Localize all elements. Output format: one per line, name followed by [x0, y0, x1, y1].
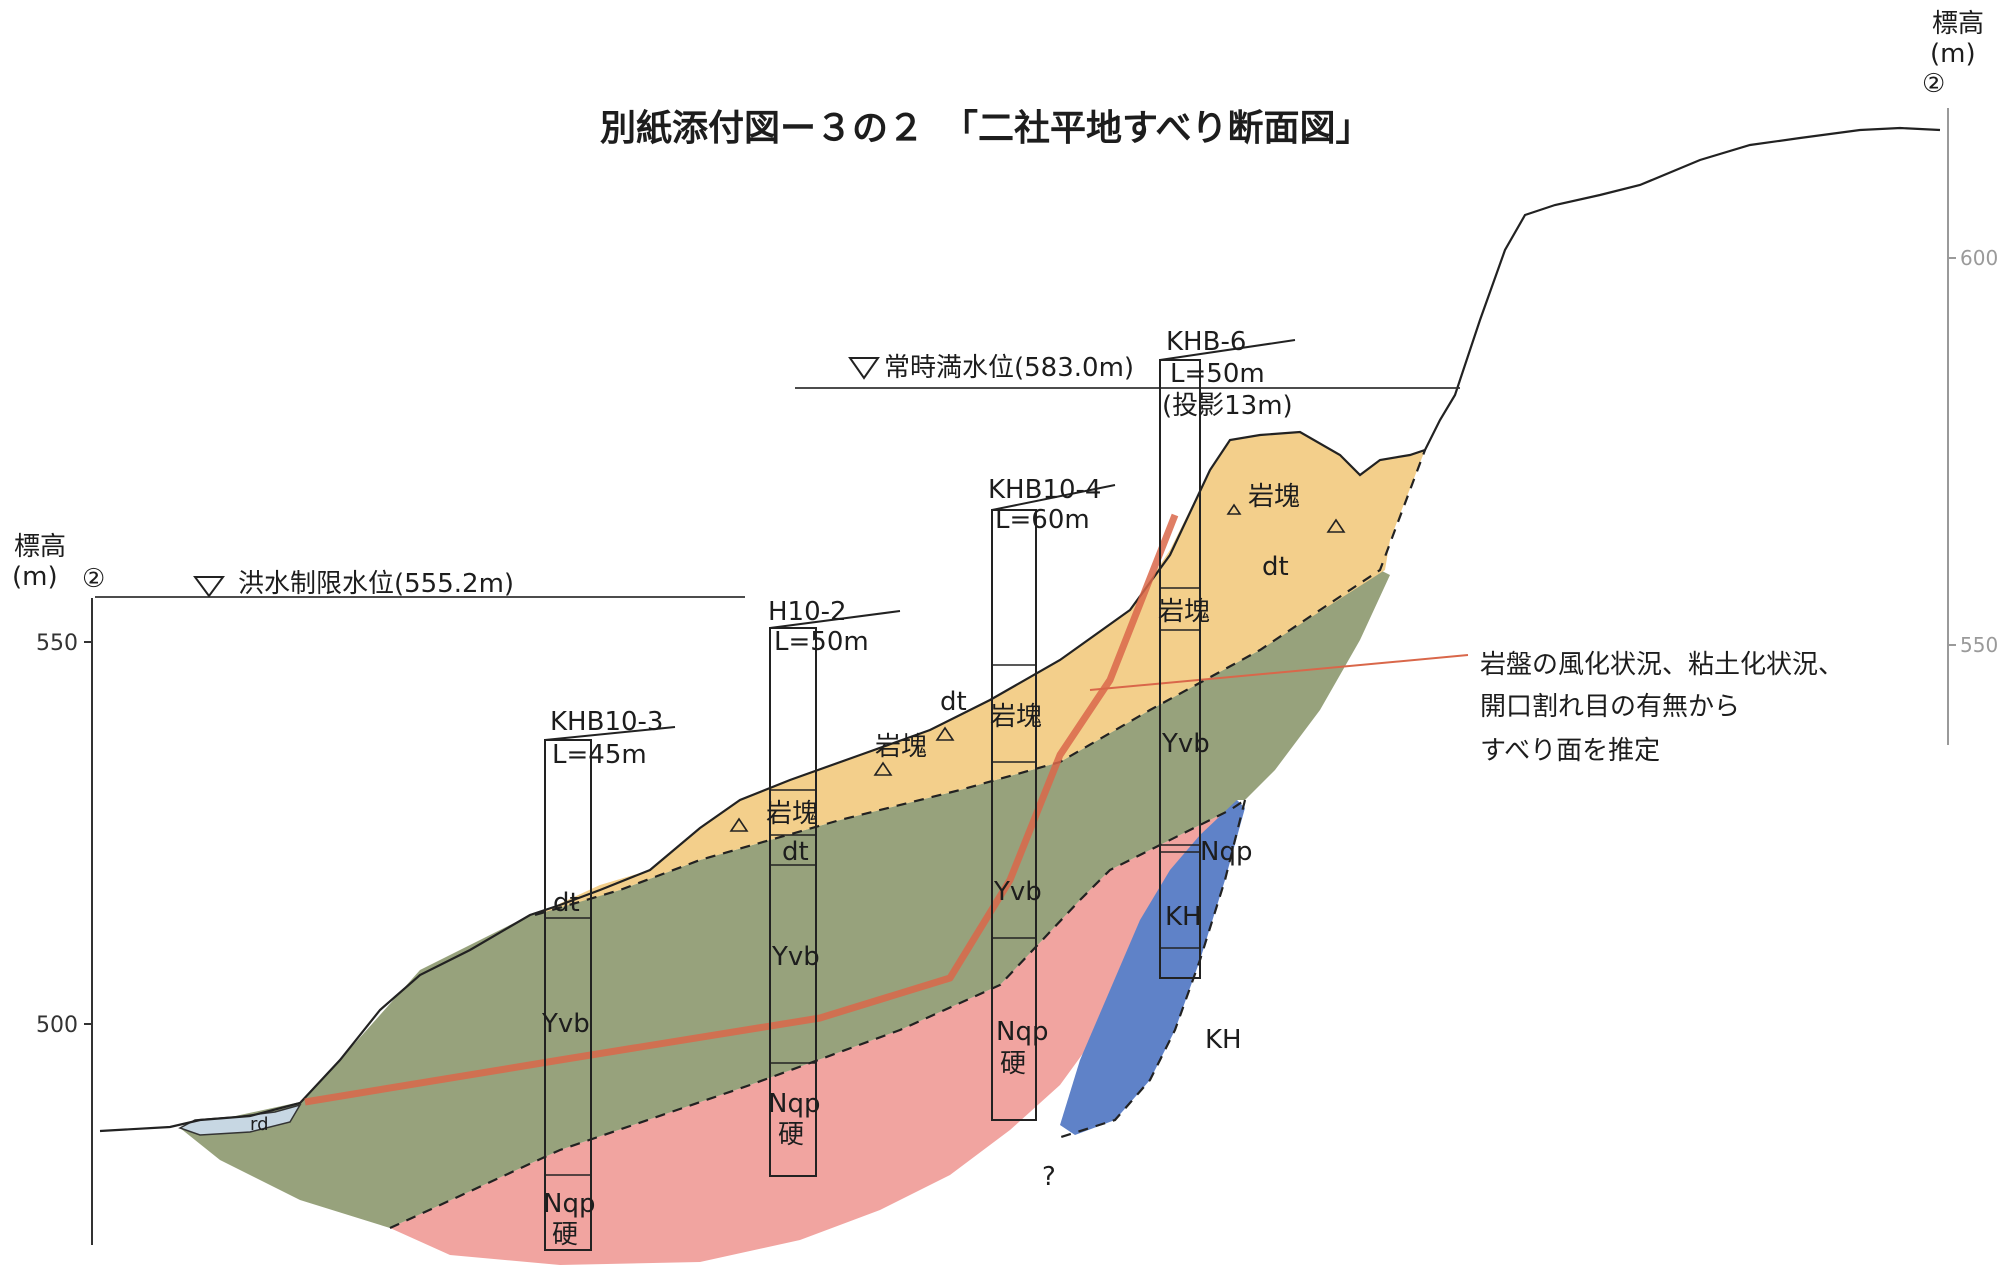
zone-label-kh: KH — [1205, 1025, 1242, 1055]
borehole-layer-block: 岩塊 — [766, 799, 818, 829]
borehole-layer-nqp: Nqp — [996, 1017, 1048, 1047]
zone-label-block: 岩塊 — [875, 732, 927, 762]
block-marker-icon — [1326, 518, 1346, 533]
boundary-dt-yvb — [534, 449, 1427, 917]
left-axis-tick-label-500: 500 — [36, 1013, 78, 1038]
borehole-layer-nqp: Nqp — [543, 1189, 595, 1219]
right-axis-unit: (m) — [1930, 39, 1976, 69]
borehole-column — [544, 739, 592, 1251]
borehole-layer-block: 岩塊 — [1158, 597, 1210, 627]
borehole-layer-dt: dt — [553, 888, 580, 918]
borehole-column — [769, 627, 817, 1177]
borehole-layer-hard: 硬 — [552, 1220, 578, 1250]
borehole-layer-yvb: Yvb — [541, 1009, 590, 1039]
borehole-column — [991, 509, 1037, 1121]
borehole-length: L=50m — [774, 627, 869, 657]
borehole-length: L=50m — [1170, 359, 1265, 389]
slip-surface — [304, 513, 1179, 1106]
borehole-layer-nqp: Nqp — [1200, 837, 1252, 867]
borehole-id: KHB10-3 — [550, 707, 663, 737]
borehole-khb10-4: KHB10-4 L=60m 岩塊 Yvb Nqp 硬 — [988, 475, 1116, 1121]
zone-label-block: 岩塊 — [1248, 482, 1300, 512]
left-axis-label: 標高 — [14, 532, 66, 562]
borehole-layer-kh: KH — [1165, 902, 1202, 932]
borehole-layer-yvb: Yvb — [1161, 729, 1210, 759]
borehole-underline — [769, 610, 901, 629]
kh-zone — [1060, 800, 1245, 1135]
nqp-zone — [390, 800, 1237, 1265]
borehole-length: L=45m — [552, 740, 647, 770]
ground-profile — [99, 126, 1941, 1133]
block-marker-icon — [873, 761, 893, 776]
normal-full-label: 常時満水位(583.0m) — [884, 353, 1134, 383]
right-axis-label: 標高 — [1932, 9, 1984, 39]
dt-zone — [535, 432, 1425, 915]
block-marker-icon — [1226, 503, 1242, 515]
annotation-leader — [1089, 654, 1469, 691]
zone-label-dt: dt — [940, 687, 967, 717]
borehole-column — [1159, 359, 1201, 979]
yvb-zone — [180, 570, 1390, 1228]
flood-limit-label: 洪水制限水位(555.2m) — [238, 569, 514, 599]
borehole-length: L=60m — [995, 505, 1090, 535]
zone-label-unknown: ? — [1042, 1162, 1056, 1192]
borehole-id: H10-2 — [768, 597, 847, 627]
borehole-layer-hard: 硬 — [1000, 1049, 1026, 1079]
zone-label-rd: rd — [250, 1114, 269, 1135]
zone-label-dt: dt — [1262, 552, 1289, 582]
right-axis-tick-label-550: 550 — [1960, 633, 1998, 657]
right-axis-tick-label-600: 600 — [1960, 246, 1998, 270]
borehole-id: KHB-6 — [1166, 327, 1246, 357]
boundary-kh — [1057, 799, 1247, 1140]
borehole-h10-2: H10-2 L=50m 岩塊 dt Yvb Nqp 硬 — [766, 597, 901, 1177]
left-axis-unit: (m) — [12, 562, 58, 592]
borehole-layer-dt: dt — [782, 837, 809, 867]
left-axis-section-mark: ② — [82, 564, 105, 594]
borehole-layer-hard: 硬 — [778, 1120, 804, 1150]
right-axis-section-mark: ② — [1922, 69, 1945, 99]
borehole-khb10-3: KHB10-3 L=45m dt Yvb Nqp 硬 — [541, 707, 676, 1251]
block-marker-icon — [935, 726, 955, 741]
page-title: 別紙添付図ー３の２ 「二社平地すべり断面図」 — [600, 108, 1371, 149]
borehole-id: KHB10-4 — [988, 475, 1101, 505]
left-axis-tick-label-550: 550 — [36, 631, 78, 656]
borehole-projection: (投影13m) — [1162, 391, 1293, 421]
borehole-underline — [1159, 339, 1296, 361]
boundary-yvb-nqp — [389, 799, 1246, 1229]
block-marker-icon — [729, 817, 749, 832]
borehole-layer-yvb: Yvb — [771, 942, 820, 972]
borehole-layer-nqp: Nqp — [768, 1089, 820, 1119]
borehole-underline — [544, 726, 676, 741]
annotation-line-1: 岩盤の風化状況、粘土化状況、 — [1480, 650, 1844, 680]
borehole-underline — [991, 484, 1116, 511]
borehole-layer-yvb: Yvb — [993, 877, 1042, 907]
borehole-khb-6: KHB-6 L=50m (投影13m) 岩塊 Yvb Nqp KH — [1158, 327, 1296, 979]
normal-full-triangle-icon — [848, 357, 880, 380]
annotation-line-3: すべり面を推定 — [1480, 736, 1660, 766]
borehole-layer-block: 岩塊 — [990, 702, 1042, 732]
flood-limit-triangle-icon — [193, 576, 225, 598]
annotation-line-2: 開口割れ目の有無から — [1480, 692, 1740, 722]
